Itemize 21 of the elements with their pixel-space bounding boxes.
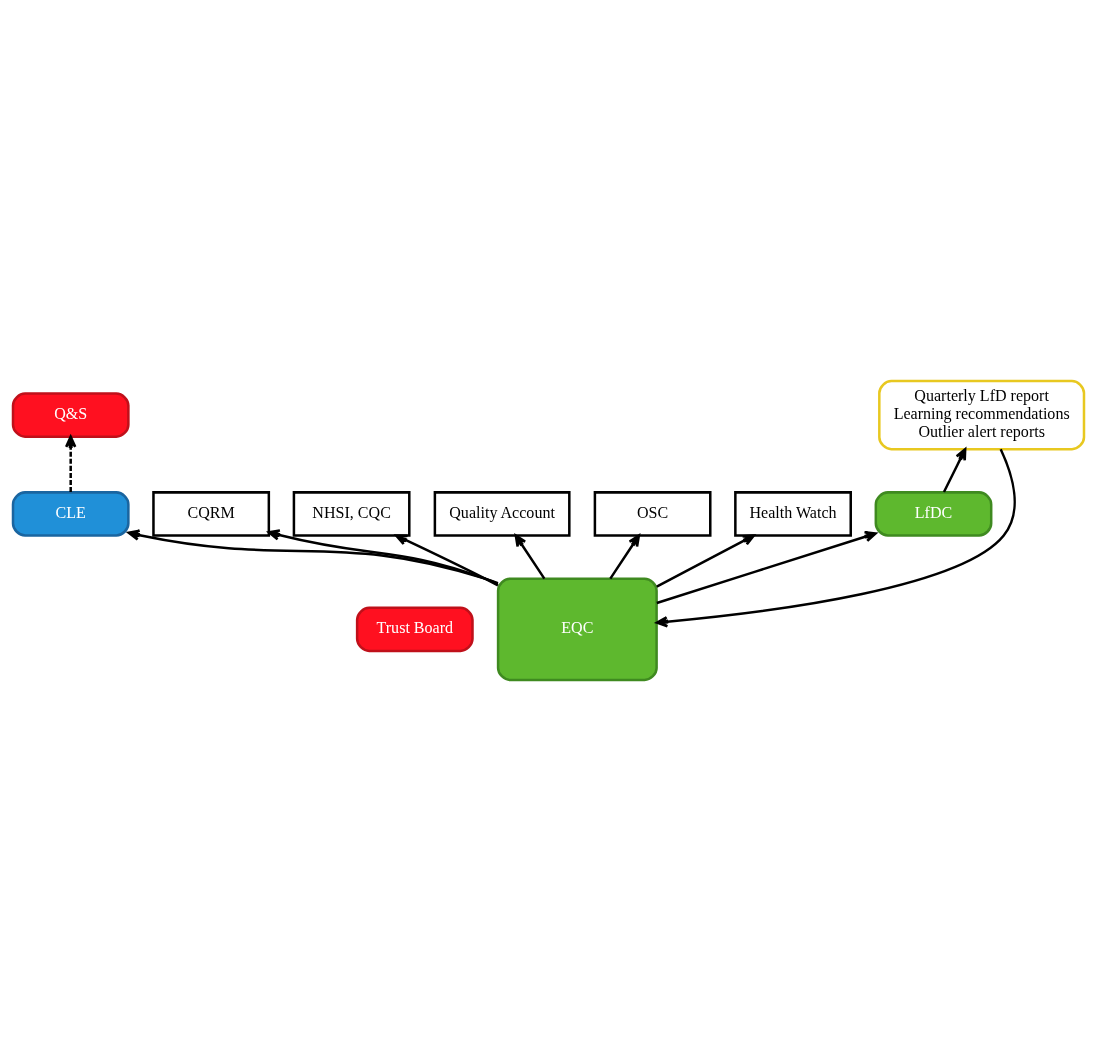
arrow [514,534,546,580]
arrow [395,534,499,587]
arrow [942,448,967,493]
arrow [127,529,499,585]
node-box: CQRM [152,491,271,537]
node-box: Trust Board [355,606,474,653]
node-box: LfDC [874,491,993,537]
arrow [267,529,499,585]
node-box: Health Watch [734,491,852,537]
node-box: Q&S [11,392,130,438]
arrow [656,534,755,588]
node-box: Quality Account [433,491,571,537]
node-box: OSC [593,491,712,537]
node-box: EQC [496,577,658,682]
arrow [64,435,77,492]
arrow [655,448,1016,628]
node-box: Quarterly LfD report Learning recommendations Outlier alert reports [878,379,1086,451]
arrow [609,534,641,580]
node-box: CLE [11,491,130,537]
arrow [656,530,877,605]
node-box: NHSI, CQC [292,491,411,537]
